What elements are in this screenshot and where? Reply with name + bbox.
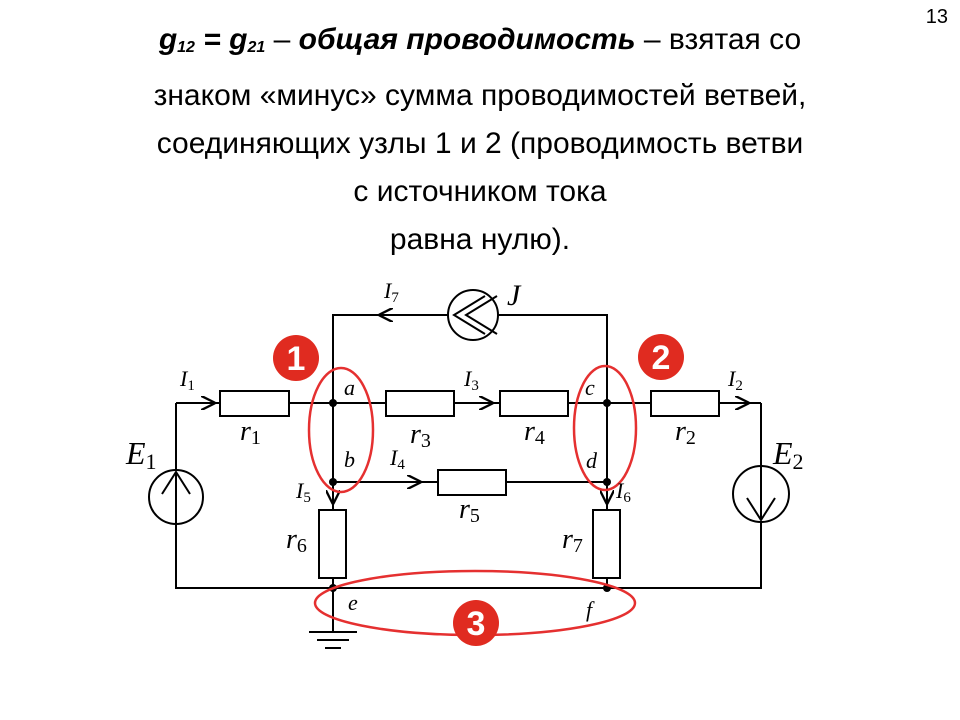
badge-2 bbox=[638, 334, 684, 380]
heading-line-1: g12 = g21 – общая проводимость – взятая … bbox=[40, 16, 920, 72]
badge-3-label: 3 bbox=[467, 605, 486, 643]
node-d-dot bbox=[603, 478, 611, 486]
label-r1: r1 bbox=[240, 416, 261, 449]
wire-left-branch-bottom bbox=[175, 524, 333, 589]
resistor-r7 bbox=[592, 509, 621, 579]
label-i3: I3 bbox=[463, 366, 479, 394]
label-r3: r3 bbox=[410, 419, 431, 452]
node-b-dot bbox=[329, 478, 337, 486]
label-r2: r2 bbox=[675, 416, 696, 449]
resistor-r3 bbox=[385, 390, 455, 417]
label-node-b: b bbox=[344, 447, 355, 472]
resistors bbox=[219, 390, 720, 579]
node-badges: 1 2 3 bbox=[273, 334, 684, 646]
current-labels: I1 I3 I2 I4 I5 I6 I7 bbox=[179, 278, 743, 506]
label-e2: E2 bbox=[772, 435, 804, 474]
node-highlights bbox=[307, 364, 638, 637]
label-i6: I6 bbox=[615, 478, 631, 506]
heading-line-2: знаком «минус» сумма проводимостей ветве… bbox=[153, 79, 807, 112]
label-r7: r7 bbox=[562, 524, 583, 557]
mutual-conductance-term: общая проводимость bbox=[298, 23, 636, 56]
label-r5: r5 bbox=[459, 494, 480, 527]
label-node-d: d bbox=[586, 448, 598, 473]
label-i7: I7 bbox=[383, 278, 399, 306]
label-node-a: a bbox=[344, 375, 355, 400]
ground-symbol bbox=[309, 631, 357, 649]
resistor-r4 bbox=[499, 390, 569, 417]
label-e1: E1 bbox=[125, 435, 157, 474]
label-node-e: e bbox=[348, 590, 358, 615]
heading-line-5: равна нулю). bbox=[389, 223, 571, 256]
page-number: 13 bbox=[925, 6, 948, 28]
heading-rest: – взятая со bbox=[635, 23, 802, 56]
label-node-c: c bbox=[585, 375, 595, 400]
node-labels: a b c d e f bbox=[344, 375, 598, 622]
label-j: J bbox=[507, 279, 522, 312]
heading-line-4: с источником тока bbox=[353, 175, 607, 208]
equals-sign: = bbox=[194, 23, 230, 56]
highlight-node-2 bbox=[572, 364, 638, 492]
heading-line-3: соединяющих узлы 1 и 2 (проводимость вет… bbox=[156, 127, 804, 160]
resistor-r5 bbox=[437, 469, 507, 496]
source-labels: E1 E2 J bbox=[125, 279, 804, 474]
dash: – bbox=[265, 23, 299, 56]
current-source-j bbox=[447, 289, 499, 341]
label-i1: I1 bbox=[179, 366, 195, 394]
g21-symbol: g21 bbox=[229, 23, 266, 56]
resistor-r6 bbox=[318, 509, 347, 579]
slide-heading: g12 = g21 – общая проводимость – взятая … bbox=[40, 16, 920, 264]
g12-symbol: g12 bbox=[158, 23, 195, 56]
highlight-node-1 bbox=[307, 366, 375, 494]
badge-1 bbox=[273, 335, 319, 381]
badge-3 bbox=[453, 600, 499, 646]
node-a-dot bbox=[329, 399, 337, 407]
resistor-r2 bbox=[650, 390, 720, 417]
resistor-r1 bbox=[219, 390, 290, 417]
resistor-labels: r1 r3 r4 r2 r5 r6 r7 bbox=[240, 416, 696, 557]
label-i2: I2 bbox=[727, 366, 743, 394]
voltage-source-e1 bbox=[148, 469, 204, 525]
label-i4: I4 bbox=[389, 445, 405, 473]
label-r6: r6 bbox=[286, 524, 307, 557]
badge-2-label: 2 bbox=[652, 339, 671, 377]
badge-1-label: 1 bbox=[287, 340, 306, 378]
label-r4: r4 bbox=[524, 416, 545, 449]
voltage-source-e2 bbox=[732, 465, 790, 523]
wire-right-branch-bottom bbox=[607, 522, 762, 589]
label-i5: I5 bbox=[295, 478, 311, 506]
wire-top-branch-right bbox=[498, 314, 608, 403]
label-node-f: f bbox=[586, 597, 595, 622]
node-c-dot bbox=[603, 399, 611, 407]
